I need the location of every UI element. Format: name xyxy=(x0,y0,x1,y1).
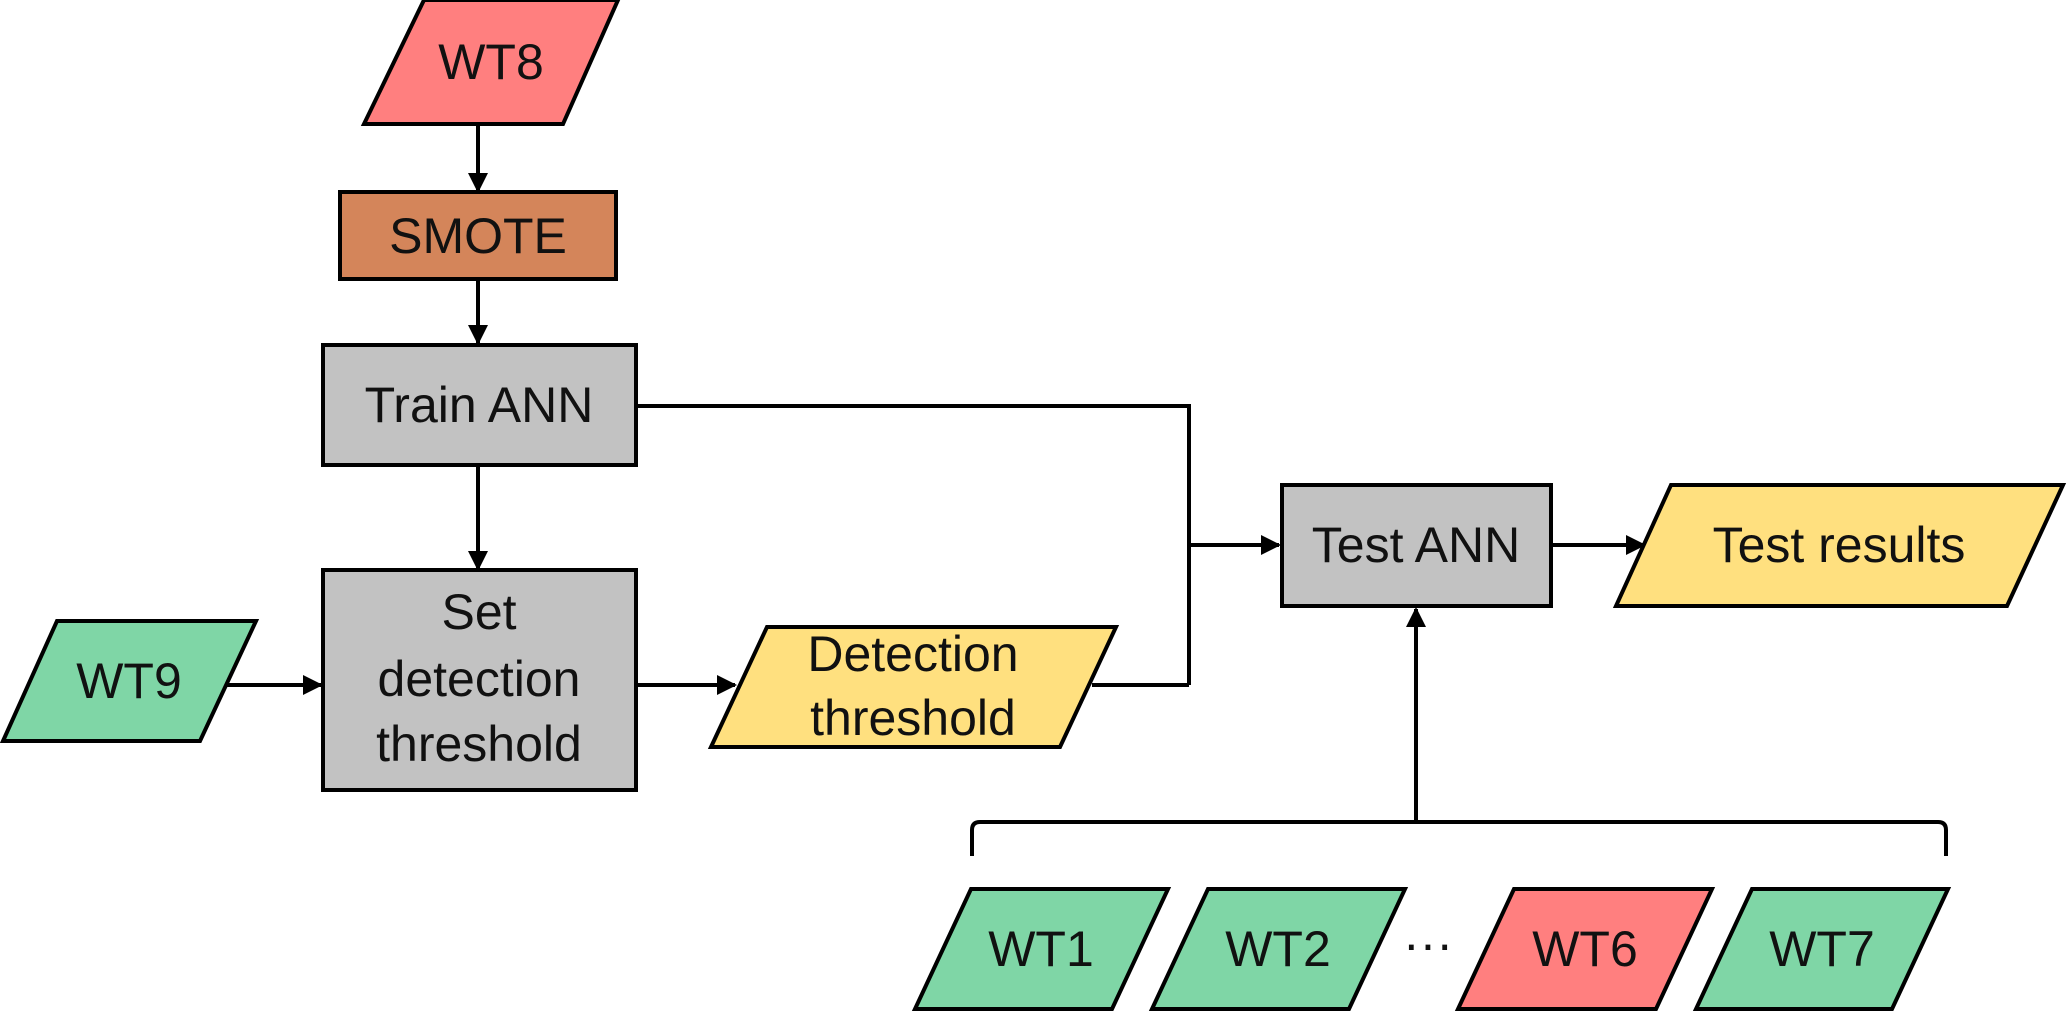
set-threshold-shape xyxy=(321,568,638,792)
detection-threshold-label: Detection xyxy=(807,626,1018,682)
set-threshold-label: Set xyxy=(441,584,516,640)
wt2-label: WT2 xyxy=(1225,921,1331,977)
wt8-label: WT8 xyxy=(438,34,544,90)
wt1-node: WT1 xyxy=(911,887,1172,1011)
test-results-shape xyxy=(1612,483,2067,608)
wt1-label: WT1 xyxy=(988,921,1094,977)
detection-threshold-node: Detection threshold xyxy=(707,625,1120,749)
smote-node: SMOTE xyxy=(338,190,618,281)
test-ann-shape xyxy=(1280,483,1553,608)
wt6-shape xyxy=(1454,887,1716,1011)
wt2-node: WT2 xyxy=(1148,887,1409,1011)
wt8-shape xyxy=(360,0,621,126)
group-brace xyxy=(970,820,1948,856)
wt7-label: WT7 xyxy=(1769,921,1875,977)
test-results-node: Test results xyxy=(1612,483,2067,608)
train-ann-shape xyxy=(321,343,638,467)
ellipsis: ··· xyxy=(1403,916,1453,972)
edge-train-junction xyxy=(636,404,1191,685)
test-results-label: Test results xyxy=(1713,517,1966,573)
smote-label: SMOTE xyxy=(389,208,567,264)
train-ann-label: Train ANN xyxy=(365,377,594,433)
set-threshold-label: threshold xyxy=(376,716,582,772)
wt6-node: WT6 xyxy=(1454,887,1716,1011)
test-ann-label: Test ANN xyxy=(1312,517,1520,573)
wt7-node: WT7 xyxy=(1692,887,1952,1011)
wt7-shape xyxy=(1692,887,1952,1011)
detection-threshold-label: threshold xyxy=(810,690,1016,746)
detection-threshold-shape xyxy=(707,625,1120,749)
wt9-shape xyxy=(0,619,260,743)
smote-shape xyxy=(338,190,618,281)
wt9-node: WT9 xyxy=(0,619,260,743)
test-ann-node: Test ANN xyxy=(1280,483,1553,608)
edges xyxy=(226,124,1948,856)
train-ann-node: Train ANN xyxy=(321,343,638,467)
wt2-shape xyxy=(1148,887,1409,1011)
wt1-shape xyxy=(911,887,1172,1011)
set-threshold-label: detection xyxy=(378,651,581,707)
set-threshold-node: Set detection threshold xyxy=(321,568,638,792)
wt8-node: WT8 xyxy=(360,0,621,126)
wt9-label: WT9 xyxy=(76,653,182,709)
wt6-label: WT6 xyxy=(1532,921,1638,977)
